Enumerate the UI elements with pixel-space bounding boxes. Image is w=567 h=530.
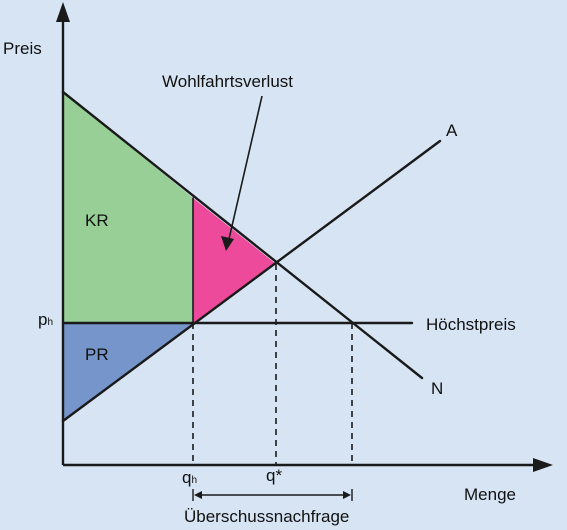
excess-demand-label: Überschussnachfrage [184, 507, 350, 526]
bracket-right-arrowhead [343, 491, 351, 499]
consumer-surplus-label: KR [85, 211, 109, 230]
welfare-loss-pointer [228, 95, 263, 240]
price-ceiling-axis-main: p [38, 310, 48, 329]
x-axis-label: Menge [464, 485, 516, 504]
producer-surplus-label: PR [85, 345, 109, 364]
bracket-left-arrowhead [194, 491, 202, 499]
demand-curve-label: N [431, 379, 444, 398]
qh-tick-sub: h [191, 475, 198, 486]
price-ceiling-axis-label: ph [38, 311, 53, 328]
x-axis-arrow [533, 458, 553, 472]
welfare-loss-pointer-arrowhead [221, 236, 234, 251]
consumer-surplus-area [63, 92, 193, 323]
y-axis-label: Preis [3, 39, 42, 58]
y-axis-arrow [56, 2, 70, 22]
qh-tick-main: q [182, 468, 192, 487]
demand-curve [61, 90, 424, 380]
price-ceiling-label: Höchstpreis [426, 315, 516, 334]
supply-curve [61, 139, 442, 423]
welfare-loss-area [193, 198, 276, 323]
dashed-guides [192, 264, 353, 465]
welfare-loss-label: Wohlfahrtsverlust [162, 72, 294, 91]
price-ceiling-axis-sub: h [47, 317, 54, 328]
qstar-tick-label: q* [266, 466, 283, 485]
qh-tick-label: qh [182, 469, 197, 486]
supply-curve-label: A [446, 121, 458, 140]
